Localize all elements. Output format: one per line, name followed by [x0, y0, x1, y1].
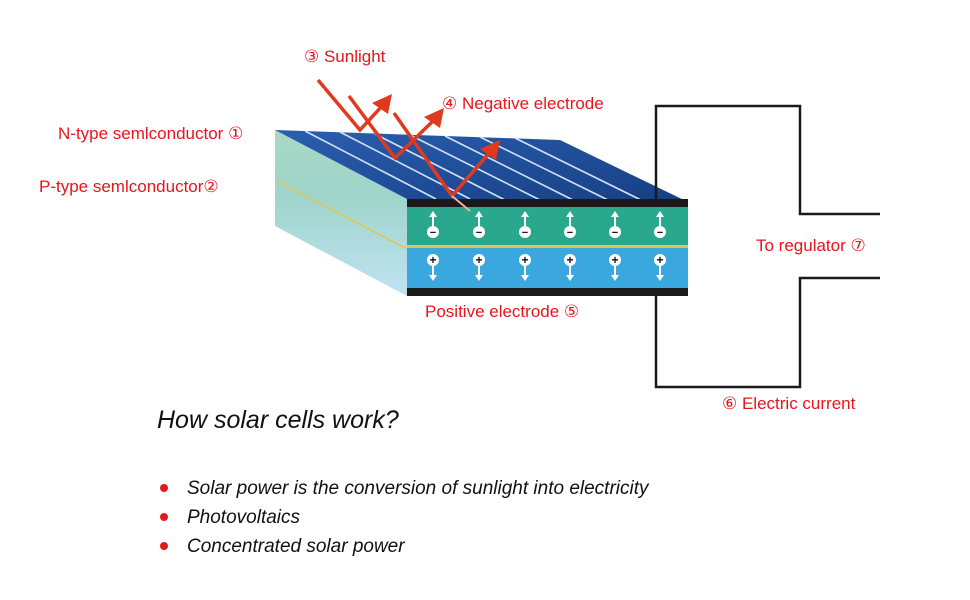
- sunlight-arrowheads: [372, 94, 500, 160]
- bullet-dot: [160, 484, 168, 492]
- hole-sign: +: [611, 253, 618, 267]
- hole-sign: +: [475, 253, 482, 267]
- hole-sign: +: [566, 253, 573, 267]
- positive-electrode-plate: [407, 288, 688, 296]
- hole-sign: +: [521, 253, 528, 267]
- to-regulator-label: To regulator ⑦: [756, 236, 866, 255]
- hole-sign: +: [656, 253, 663, 267]
- hole-carrier: +: [564, 253, 576, 281]
- electron-sign: −: [522, 227, 528, 239]
- electron-carrier: −: [427, 211, 439, 239]
- hole-carriers: + + + + + +: [427, 253, 666, 281]
- sunlight-rays: [316, 78, 492, 212]
- electron-carrier: −: [564, 211, 576, 239]
- circuit-wire: [654, 104, 880, 389]
- positive-electrode-label: Positive electrode ⑤: [425, 302, 579, 321]
- page-title: How solar cells work?: [157, 406, 399, 434]
- electron-sign: −: [612, 227, 618, 239]
- list-item: Photovoltaics: [158, 503, 649, 532]
- hole-carrier: +: [427, 253, 439, 281]
- junction-line: [407, 245, 688, 248]
- side-junction-line: [274, 179, 408, 250]
- electron-sign: −: [567, 227, 573, 239]
- electron-carrier: −: [473, 211, 485, 239]
- bullet-list: Solar power is the conversion of sunligh…: [158, 474, 649, 561]
- electron-sign: −: [657, 227, 663, 239]
- negative-electrode-label: ④ Negative electrode: [442, 94, 604, 113]
- n-type-layer: [407, 207, 688, 245]
- p-type-layer: [407, 248, 688, 288]
- hole-sign: +: [429, 253, 436, 267]
- panel-grid-lines: [304, 130, 646, 203]
- electron-carrier: −: [654, 211, 666, 239]
- list-item-text: Concentrated solar power: [187, 536, 405, 557]
- list-item-text: Photovoltaics: [187, 507, 301, 528]
- p-type-label: P-type semlconductor②: [39, 177, 219, 196]
- electron-carrier: −: [609, 211, 621, 239]
- hole-carrier: +: [654, 253, 666, 281]
- sunlight-label: ③ Sunlight: [304, 47, 386, 66]
- cell-top-face: [275, 130, 688, 202]
- list-item: Concentrated solar power: [158, 532, 649, 561]
- negative-electrode-plate: [407, 199, 688, 207]
- bullet-dot: [160, 513, 168, 521]
- electron-sign: −: [476, 227, 482, 239]
- electron-carriers: − − − − − −: [427, 211, 666, 239]
- hole-carrier: +: [473, 253, 485, 281]
- hole-carrier: +: [609, 253, 621, 281]
- electron-carrier: −: [519, 211, 531, 239]
- bullet-dot: [160, 542, 168, 550]
- n-type-label: N-type semlconductor ①: [58, 124, 243, 143]
- list-item-text: Solar power is the conversion of sunligh…: [187, 478, 649, 499]
- electric-current-label: ⑥ Electric current: [722, 394, 856, 413]
- hole-carrier: +: [519, 253, 531, 281]
- electron-sign: −: [430, 227, 436, 239]
- list-item: Solar power is the conversion of sunligh…: [158, 474, 649, 503]
- cell-side-face: [275, 130, 407, 296]
